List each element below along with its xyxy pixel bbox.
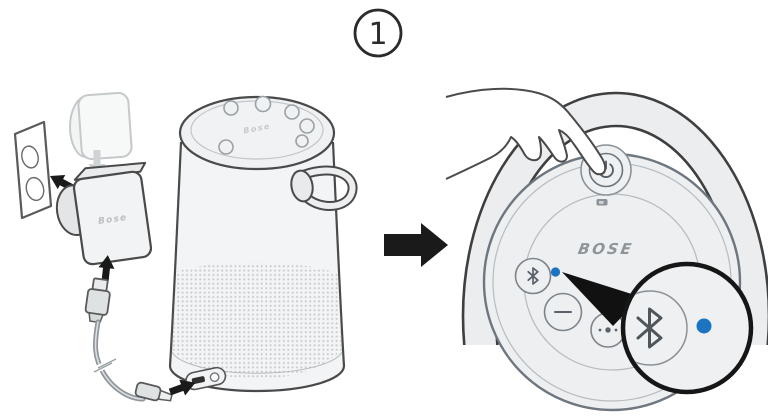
aux-port-icon (209, 372, 220, 383)
speaker-side-view: Bose (134, 95, 358, 402)
micro-usb-port-icon (191, 376, 205, 385)
power-on-panel: BOSE (445, 87, 768, 412)
step-number: 1 (368, 17, 387, 52)
usb-cable-icon (93, 319, 146, 402)
adapter-logo: Bose (98, 213, 128, 227)
bluetooth-icon (527, 267, 539, 285)
usb-a-connector-icon (84, 277, 111, 324)
top-button-icon (299, 118, 315, 134)
bluetooth-status-dot (550, 267, 561, 277)
step-badge: 1 (353, 8, 403, 58)
bluetooth-icon-large (636, 307, 663, 349)
magnifier-callout (620, 261, 754, 395)
multifunction-dots-icon (605, 327, 611, 333)
speaker-logo: BOSE (577, 240, 635, 258)
bluetooth-status-dot-large (696, 318, 712, 334)
wall-outlet-icon (13, 120, 53, 220)
power-adapter-icon: Bose (55, 161, 153, 266)
speaker-top-buttons (218, 95, 315, 155)
top-button-icon (223, 100, 239, 116)
battery-icon (596, 199, 608, 206)
arrow-to-adapter-icon (98, 255, 115, 283)
top-button-icon (295, 134, 309, 148)
arrow-to-port-icon (168, 379, 196, 396)
carry-loop-icon (290, 165, 358, 211)
top-button-icon (218, 139, 234, 155)
hand-pressing-icon (445, 87, 607, 180)
arrow-right-icon (384, 223, 448, 267)
setup-panel: Bose (13, 92, 153, 402)
volume-down-button (543, 292, 583, 332)
speaker-grille (172, 262, 342, 379)
top-button-icon (284, 104, 300, 120)
bluetooth-button (514, 257, 552, 295)
top-button-icon (254, 95, 272, 113)
micro-usb-connector-icon (134, 381, 173, 402)
callout-wedge-icon (562, 272, 641, 326)
